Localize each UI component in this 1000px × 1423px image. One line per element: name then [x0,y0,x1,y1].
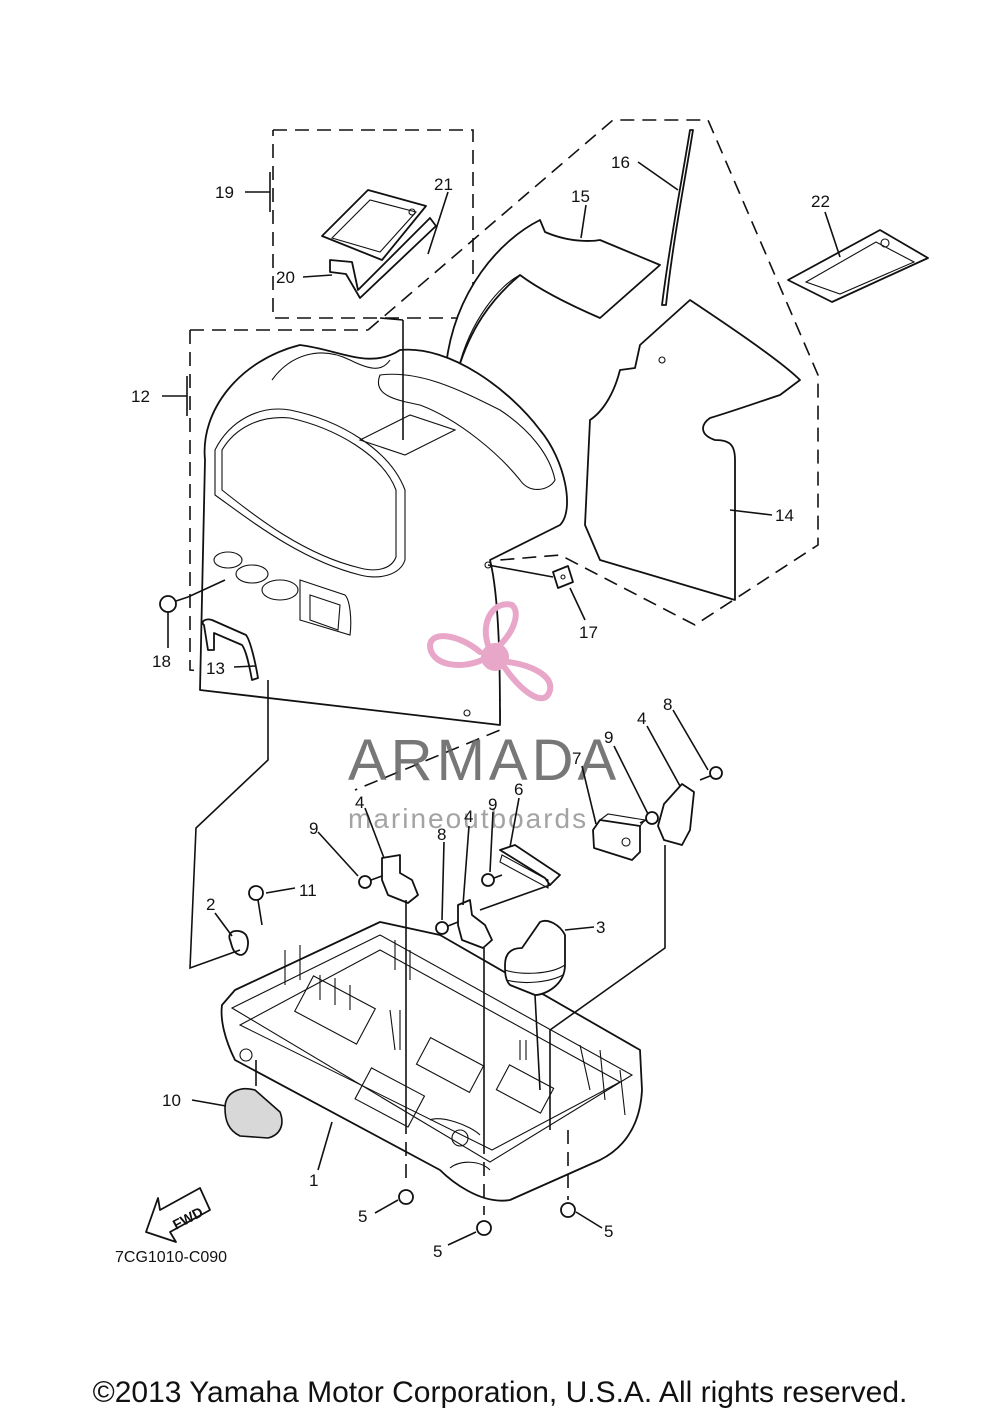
callout-7: 7 [572,749,581,768]
callout-13: 13 [206,659,225,678]
callout-8: 8 [663,695,672,714]
watermark-logo [426,601,554,702]
callout-5: 5 [358,1207,367,1226]
callout-18: 18 [152,652,171,671]
part-16-strip [661,129,694,306]
part-lid-group [321,189,437,299]
part-4-bracket-c [657,783,695,846]
part-22-label [787,229,929,303]
callout-17: 17 [579,623,598,642]
copyright-notice: ©2013 Yamaha Motor Corporation, U.S.A. A… [92,1376,908,1409]
callout-22: 22 [811,192,830,211]
callout-1: 1 [309,1171,318,1190]
callout-19: 19 [215,183,234,202]
callout-16: 16 [611,153,630,172]
part-18-screw [159,595,189,613]
callout-15: 15 [571,187,590,206]
callout-2: 2 [206,895,215,914]
callout-21: 21 [434,175,453,194]
part-4-bracket-a [381,854,419,904]
part-13-bracket [201,618,259,681]
diagram-code: 7CG1010-C090 [115,1249,227,1266]
part-2-clip [228,929,249,956]
callout-6: 6 [514,780,523,799]
callout-4: 4 [464,807,473,826]
part-10-cap [224,1088,283,1139]
callout-9: 9 [604,728,613,747]
callout-labels: 1 2 3 4 4 4 5 5 5 6 7 8 8 9 9 9 10 11 12… [131,153,830,1261]
watermark-subtitle: marineoutboards [348,803,588,834]
part-17-clip [552,565,574,589]
part-12-cowling [199,344,568,726]
watermark: ARMADA marineoutboards [348,601,620,834]
part-4-bracket-b [457,899,493,949]
callout-4: 4 [355,793,364,812]
screw-parts [248,766,723,935]
watermark-title: ARMADA [348,728,620,793]
callout-9: 9 [488,795,497,814]
callout-3: 3 [596,918,605,937]
callout-14: 14 [775,506,794,525]
callout-12: 12 [131,387,150,406]
leader-lines [162,161,841,1246]
callout-11: 11 [299,881,317,900]
part-7-latch [592,813,647,861]
part-3-grommet [504,920,566,996]
part-15-panel [445,219,661,371]
part-14-panel [584,299,801,601]
assembly-lines [187,317,666,1215]
callout-9: 9 [309,819,318,838]
callout-20: 20 [276,268,295,287]
callout-5: 5 [433,1242,442,1261]
callout-8: 8 [437,825,446,844]
part-6-plate [499,844,561,889]
callout-4: 4 [637,709,646,728]
callout-5: 5 [604,1222,613,1241]
part-1-bottom-cowling [220,921,643,1202]
fwd-arrow: FWD [145,1187,211,1243]
part-5-nuts [398,1189,576,1236]
callout-10: 10 [162,1091,181,1110]
